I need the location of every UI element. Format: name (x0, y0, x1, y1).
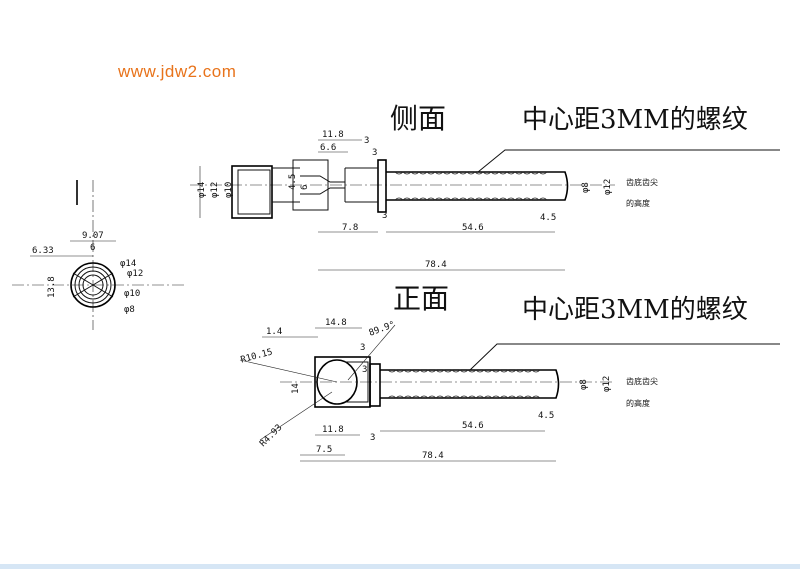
front-dim-r4-93-leader (259, 391, 333, 441)
side-thread-bottom (394, 197, 548, 201)
side-dim-phi10: φ10 (224, 182, 234, 198)
front-flange (369, 363, 381, 407)
front-dim-89-9-leader (347, 324, 396, 381)
end-dim-9-07: 9.07 (82, 231, 104, 241)
front-shaft-tip (545, 369, 560, 399)
end-circle-14 (70, 262, 116, 308)
side-dim-54-6: 54.6 (462, 223, 484, 233)
end-dim-phi8: φ8 (124, 305, 135, 315)
side-dim-3a: 3 (364, 136, 369, 146)
side-thread-leader (477, 149, 780, 173)
end-circle-10 (78, 270, 108, 300)
front-view: 正面 中心距3MM的螺纹 1.4 14.8 89.9° R10.15 14 3 … (239, 282, 780, 462)
end-dim-6: 6 (90, 243, 95, 253)
front-dim-89-9: 89.9° (368, 320, 397, 339)
side-dim-4-5: 4.5 (288, 174, 298, 190)
side-view-subtitle: 中心距3MM的螺纹 (522, 105, 748, 135)
front-dim-11-8: 11.8 (322, 425, 344, 435)
end-dim-6-33: 6.33 (32, 246, 54, 256)
side-dim-7-8: 7.8 (342, 223, 358, 233)
end-dim-phi14: φ14 (120, 259, 136, 269)
front-dim-3c: 3 (370, 433, 375, 443)
front-view-title: 正面 (393, 282, 449, 315)
front-dim-7-5: 7.5 (316, 445, 332, 455)
front-dim-14-8: 14.8 (325, 318, 347, 328)
side-dim-phi8: φ8 (581, 182, 591, 193)
side-head-inner (237, 169, 271, 215)
front-dim-14: 14 (291, 383, 301, 394)
front-dim-phi8: φ8 (579, 379, 589, 390)
side-dim-6-6: 6.6 (320, 143, 336, 153)
end-circle-8 (82, 274, 104, 296)
front-head-oval (316, 359, 358, 405)
front-dim-3a: 3 (360, 343, 365, 353)
side-view: 侧面 中心距3MM的螺纹 11.8 6.6 3 3 φ (190, 102, 780, 271)
front-dim-54-6: 54.6 (462, 421, 484, 431)
side-note-line-2: 的高度 (626, 198, 650, 208)
side-dim-3c: 3 (382, 211, 387, 221)
side-view-title: 侧面 (390, 102, 446, 135)
front-view-subtitle: 中心距3MM的螺纹 (522, 295, 748, 325)
side-neck-box (292, 159, 329, 211)
side-note-line-1: 齿底齿尖 (626, 177, 658, 187)
front-head-slot (345, 361, 369, 403)
front-dim-3b: 3 (362, 365, 367, 375)
front-dim-1-4: 1.4 (266, 327, 282, 337)
side-dim-3b: 3 (372, 148, 377, 158)
front-dim-4-5: 4.5 (538, 411, 554, 421)
end-dim-phi12: φ12 (127, 269, 143, 279)
end-dim-13-8: 13.8 (47, 276, 57, 298)
front-thread-top (387, 369, 541, 373)
front-thread-bottom (387, 395, 541, 399)
side-shaft-tip (555, 171, 569, 201)
side-flange (377, 159, 387, 213)
front-dim-r4-93: R4.93 (258, 423, 284, 449)
front-thread-leader (469, 343, 780, 371)
side-dim-phi12b: φ12 (603, 179, 613, 195)
front-dim-r10-15: R10.15 (240, 347, 274, 365)
window-bottom-bar (0, 564, 800, 569)
front-dim-r10-15-leader (239, 359, 338, 383)
side-dim-4-5b: 4.5 (540, 213, 556, 223)
end-view: 9.07 6.33 6 13.8 φ14 φ12 φ10 φ8 (12, 180, 185, 330)
front-dim-phi12: φ12 (602, 376, 612, 392)
side-head-outer (231, 165, 273, 219)
side-dim-phi14: φ14 (197, 182, 207, 198)
side-dim-11-8: 11.8 (322, 130, 344, 140)
end-dim-phi10: φ10 (124, 289, 140, 299)
front-note-line-2: 的高度 (626, 398, 650, 408)
front-dim-78-4: 78.4 (422, 451, 444, 461)
side-dim-78-4: 78.4 (425, 260, 447, 270)
side-thread-top (394, 171, 548, 175)
side-dim-6: 6 (300, 185, 310, 190)
side-dim-phi12: φ12 (210, 182, 220, 198)
watermark-text: www.jdw2.com (117, 62, 236, 81)
end-slot-2 (72, 272, 114, 298)
end-circle-12 (74, 266, 112, 304)
front-note-line-1: 齿底齿尖 (626, 376, 658, 386)
